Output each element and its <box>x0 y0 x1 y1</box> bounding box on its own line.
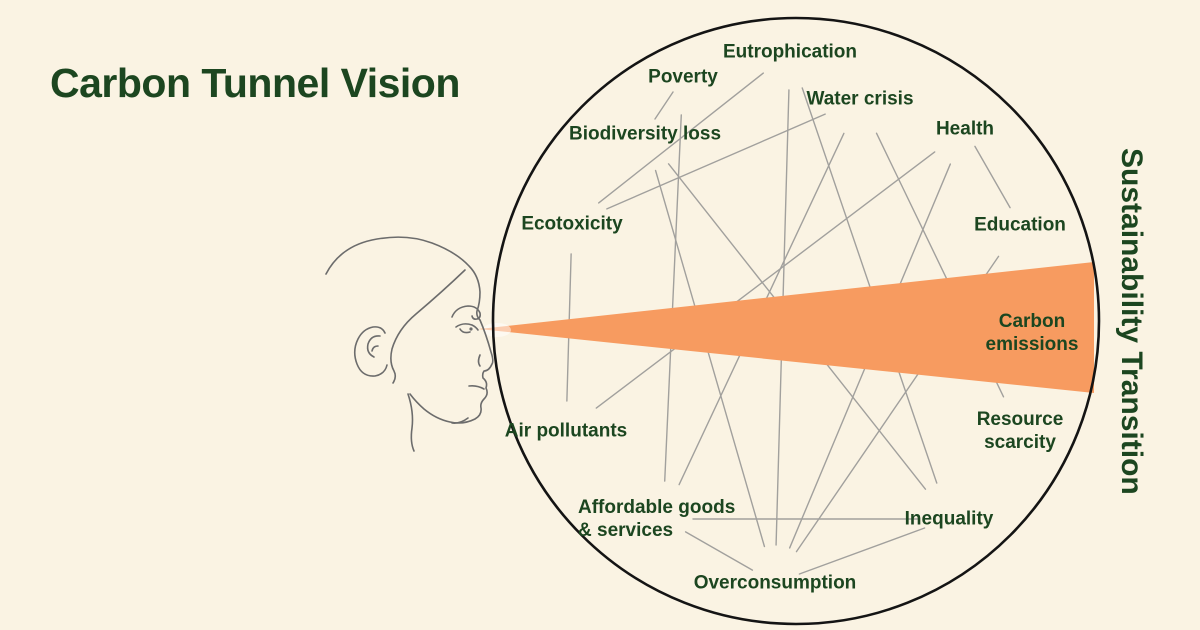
sustainability-transition-label: Sustainability Transition <box>1115 147 1148 495</box>
link-water_crisis-ecotoxicity <box>606 113 826 210</box>
issues-circle <box>491 16 1101 626</box>
topic-label-line: Resource <box>976 409 1064 430</box>
topic-label-line: & services <box>578 520 674 541</box>
cone-apex-glow <box>483 323 511 337</box>
topic-label-water_crisis: Water crisis <box>806 88 913 111</box>
head-profile-sketch <box>325 236 494 452</box>
link-eutrophication-ecotoxicity <box>597 72 765 204</box>
topic-label-poverty: Poverty <box>648 66 718 89</box>
topic-label-line: Inequality <box>904 508 994 530</box>
topic-label-line: emissions <box>985 334 1079 355</box>
topic-label-line: Eutrophication <box>722 41 858 63</box>
link-eutrophication-inequality <box>801 87 938 484</box>
topic-label-line: Water crisis <box>806 88 914 110</box>
topic-label-line: Health <box>935 118 995 140</box>
topic-label-line: Poverty <box>648 66 718 88</box>
topic-label-line: Affordable goods <box>578 497 736 518</box>
tunnel-cone <box>479 262 1094 393</box>
topic-label-eutrophication: Eutrophication <box>723 41 857 64</box>
link-health-education <box>974 145 1011 209</box>
topic-label-air_pollutants: Air pollutants <box>505 420 627 443</box>
link-air_pollutants-health <box>595 151 936 409</box>
topic-label-line: Biodiversity loss <box>568 123 722 145</box>
topic-label-health: Health <box>936 118 994 141</box>
topic-label-overconsumption: Overconsumption <box>694 572 857 595</box>
link-poverty-biodiversity <box>654 91 674 120</box>
topic-label-line: scarcity <box>984 432 1056 453</box>
link-affordable-overconsumption <box>684 531 754 571</box>
topic-label-line: Ecotoxicity <box>521 213 623 235</box>
link-inequality-overconsumption <box>798 527 926 575</box>
topic-label-ecotoxicity: Ecotoxicity <box>521 213 622 236</box>
link-biodiversity-overconsumption <box>654 169 766 548</box>
topic-label-line: Education <box>974 214 1066 236</box>
topic-label-line: Air pollutants <box>504 420 628 442</box>
topic-label-affordable: Affordable goods& services <box>578 496 735 542</box>
page-title: Carbon Tunnel Vision <box>50 60 460 106</box>
topic-label-biodiversity: Biodiversity loss <box>569 123 721 146</box>
topic-label-line: Overconsumption <box>693 572 857 594</box>
topic-label-education: Education <box>974 214 1066 237</box>
topic-label-inequality: Inequality <box>905 508 994 531</box>
topic-label-line: Carbon <box>998 311 1066 332</box>
